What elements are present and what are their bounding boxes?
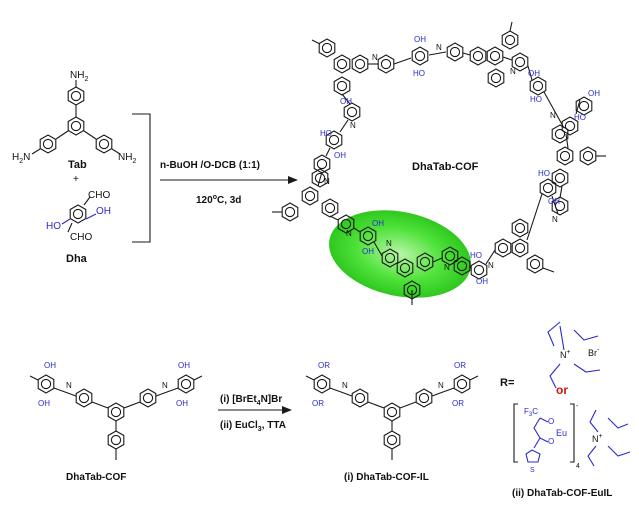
bp-n-2: N xyxy=(438,381,444,390)
highlight-ellipse xyxy=(329,210,471,298)
cof-oh-1: OH xyxy=(414,35,426,44)
cof-oh-7: OH xyxy=(362,247,374,256)
step2-reagent: (ii) EuCl3, TTA xyxy=(220,420,286,433)
ammonium-n-2: N+ xyxy=(592,433,603,444)
step1-reagent: (i) [BrEt4N]Br xyxy=(220,394,282,407)
bl-oh-3: OH xyxy=(178,361,190,370)
tab-amine-left: H2N xyxy=(12,152,30,165)
r-equals: R= xyxy=(500,377,514,389)
s-label: S xyxy=(530,467,535,474)
tab-monomer: NH2 H2N NH2 Tab + xyxy=(12,70,136,185)
cof-oh-6: OH xyxy=(372,219,384,228)
cof-n-8: N xyxy=(386,239,392,248)
tab-amine-top: NH2 xyxy=(70,70,88,83)
cof-n-2: N xyxy=(436,43,442,52)
reaction-arrow-1: n-BuOH /O-DCB (1:1) 120oC, 3d xyxy=(160,160,298,206)
cof-ho-4: HO xyxy=(538,169,550,178)
cof-oh-2: OH xyxy=(528,69,540,78)
cof-ho-2: HO xyxy=(530,95,542,104)
bracket-charge: - xyxy=(576,403,579,410)
cof-n-4: N xyxy=(550,111,556,120)
r-group-definitions: R= N+ Br- or F3C O O Eu S 4 - N+ (ii) Dh… xyxy=(500,321,631,499)
dha-monomer: CHO OH HO CHO Dha xyxy=(46,190,111,265)
complex-bracket-right xyxy=(570,403,575,463)
cof-oh-9: OH xyxy=(340,97,352,106)
bl-n-1: N xyxy=(66,381,72,390)
cof-ho-1: HO xyxy=(413,69,425,78)
tab-amine-right: NH2 xyxy=(118,152,136,165)
plus-sign: + xyxy=(73,174,79,185)
reaction-arrow-2: (i) [BrEt4N]Br (ii) EuCl3, TTA xyxy=(218,394,292,433)
dha-oh: OH xyxy=(96,206,111,217)
conditions-solvent: n-BuOH /O-DCB (1:1) xyxy=(160,160,260,171)
bottom-product-unit: OR OR OR OR N N (i) DhaTab-COF-IL xyxy=(305,361,479,483)
bottom-left-label: DhaTab-COF xyxy=(66,472,126,483)
reactant-bracket xyxy=(132,113,151,243)
ammonium-n: N+ xyxy=(560,349,571,360)
cof-n-9: N xyxy=(346,229,352,238)
cof-label: DhaTab-COF xyxy=(412,161,479,173)
cof-n-6: N xyxy=(488,261,494,270)
dha-ho: HO xyxy=(46,221,61,232)
cof-n-7: N xyxy=(444,263,450,272)
cof-n-5: N xyxy=(552,215,558,224)
bl-oh-1: OH xyxy=(44,361,56,370)
eu-label: Eu xyxy=(556,428,567,438)
o-label-2: O xyxy=(548,437,554,446)
cof-oh-3: OH xyxy=(588,89,600,98)
cof-n-3: N xyxy=(510,67,516,76)
cof-oh-4: OH xyxy=(548,197,560,206)
bp-or-4: OR xyxy=(452,399,464,408)
bp-or-3: OR xyxy=(454,361,466,370)
bottom-left-unit: OH OH OH OH N N DhaTab-COF xyxy=(29,361,203,483)
cof-ho-3: HO xyxy=(574,113,586,122)
or-word: or xyxy=(556,383,568,397)
bp-n-1: N xyxy=(342,381,348,390)
bromide: Br- xyxy=(588,347,600,358)
cof-n-1: N xyxy=(372,53,378,62)
bl-oh-2: OH xyxy=(38,399,50,408)
bl-n-2: N xyxy=(162,381,168,390)
bp-or-1: OR xyxy=(318,361,330,370)
cof-n-11: N xyxy=(350,121,356,130)
cof-oh-8: OH xyxy=(334,151,346,160)
bp-or-2: OR xyxy=(312,399,324,408)
conditions-temperature: 120oC, 3d xyxy=(196,194,241,206)
bl-oh-4: OH xyxy=(176,399,188,408)
dha-cho-top: CHO xyxy=(88,190,110,201)
bracket-sub: 4 xyxy=(576,463,580,470)
euil-label: (ii) DhaTab-COF-EuIL xyxy=(512,488,612,499)
product-label: (i) DhaTab-COF-IL xyxy=(344,472,429,483)
dha-label: Dha xyxy=(66,253,88,265)
dha-cho-bottom: CHO xyxy=(70,232,92,243)
cof-n-10: N xyxy=(324,177,330,186)
cof-oh-5: OH xyxy=(476,277,488,286)
tab-label: Tab xyxy=(68,159,87,171)
cf3-label: F3C xyxy=(524,407,538,418)
o-label-1: O xyxy=(548,417,554,426)
cof-ho-5: HO xyxy=(470,251,482,260)
complex-bracket-left xyxy=(513,403,518,463)
cof-network: OH HO OH HO OH HO HO OH HO OH OH OH HO O… xyxy=(272,21,606,305)
cof-ho-6: HO xyxy=(320,129,332,138)
